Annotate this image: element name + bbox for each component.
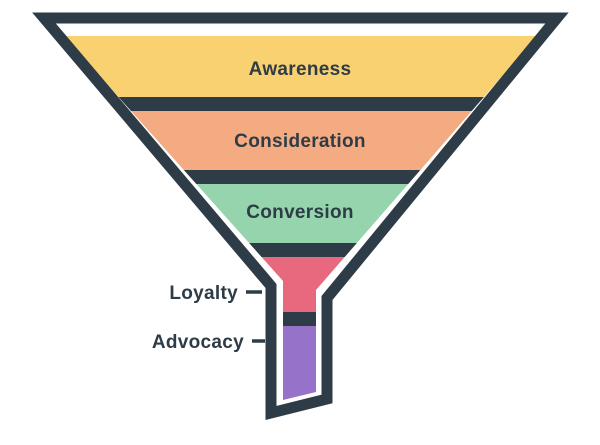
funnel-outline xyxy=(32,12,569,421)
stage-band-awareness xyxy=(64,36,537,97)
stage-separator xyxy=(64,243,537,257)
stage-label-conversion: Conversion xyxy=(246,202,354,223)
stage-separator xyxy=(64,170,537,184)
stage-band-loyalty xyxy=(64,257,537,312)
stage-label-loyalty: Loyalty xyxy=(169,283,238,304)
stage-label-awareness: Awareness xyxy=(249,59,352,80)
stage-separator xyxy=(64,312,537,326)
stage-label-advocacy: Advocacy xyxy=(152,332,244,353)
stage-band-advocacy xyxy=(64,326,537,400)
stage-separator xyxy=(64,97,537,111)
stage-label-consideration: Consideration xyxy=(234,131,366,152)
